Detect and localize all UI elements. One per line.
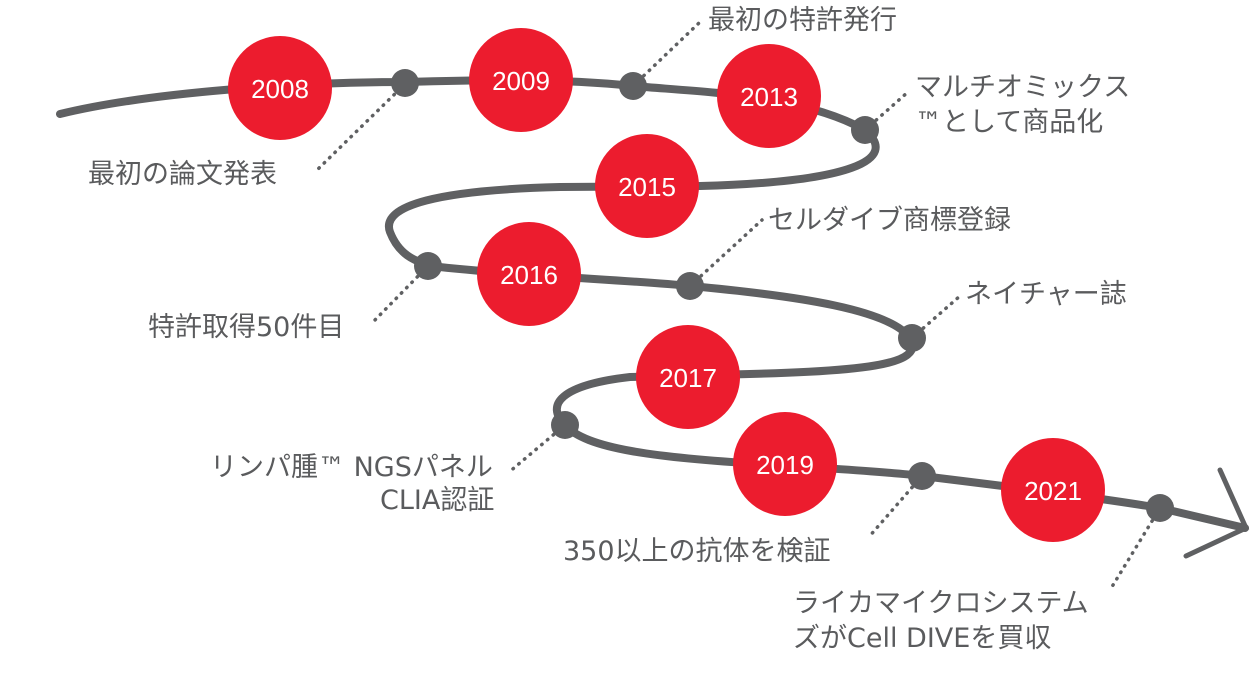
year-circle: [733, 412, 837, 516]
event-dot: [414, 252, 442, 280]
event-label-leica-line2: ズがCell DIVEを買収: [793, 623, 1051, 654]
year-label: 2017: [659, 363, 717, 393]
year-circle: [1001, 438, 1105, 542]
year-label: 2015: [618, 172, 676, 202]
event-dot: [391, 69, 419, 97]
year-circle: [228, 36, 332, 140]
event-dot: [898, 324, 926, 352]
event-label-multiomics-line1: マルチオミックス: [915, 72, 1130, 103]
event-label-first-paper: 最初の論文発表: [88, 159, 277, 190]
event-label-nature: ネイチャー誌: [965, 279, 1127, 310]
year-label: 2008: [251, 74, 309, 104]
year-circle: [469, 28, 573, 132]
event-label-celldive-trademark: セルダイブ商標登録: [768, 205, 1011, 236]
event-dot: [908, 462, 936, 490]
year-label: 2013: [740, 82, 798, 112]
leader-line: [506, 423, 567, 475]
leader-line: [910, 294, 962, 340]
event-dot: [676, 272, 704, 300]
leader-line: [631, 20, 702, 88]
year-label: 2016: [500, 260, 558, 290]
year-label: 2019: [756, 450, 814, 480]
year-circle: [595, 134, 699, 238]
leader-line: [371, 264, 430, 324]
event-label-350-antibodies: 350以上の抗体を検証: [563, 536, 831, 567]
year-circle: [477, 222, 581, 326]
year-circle: [636, 325, 740, 429]
leader-line: [688, 218, 764, 288]
event-label-lymphoma-line2: CLIA認証: [380, 485, 494, 516]
arrow-head-icon: [1183, 467, 1250, 559]
event-dot: [1146, 494, 1174, 522]
event-label-multiomics-line2: ™として商品化: [915, 107, 1103, 138]
year-label: 2021: [1024, 476, 1082, 506]
leader-line: [313, 82, 407, 174]
leader-line: [1108, 506, 1162, 592]
year-circle: [717, 44, 821, 148]
event-dot: [851, 116, 879, 144]
event-label-leica-line1: ライカマイクロシステム: [793, 588, 1089, 619]
event-label-lymphoma-line1: リンパ腫™ NGSパネル: [210, 452, 493, 483]
year-label: 2009: [492, 66, 550, 96]
event-label-first-patent: 最初の特許発行: [708, 5, 897, 36]
event-dot: [551, 411, 579, 439]
event-label-50th-patent: 特許取得50件目: [148, 312, 344, 343]
event-dot: [619, 72, 647, 100]
